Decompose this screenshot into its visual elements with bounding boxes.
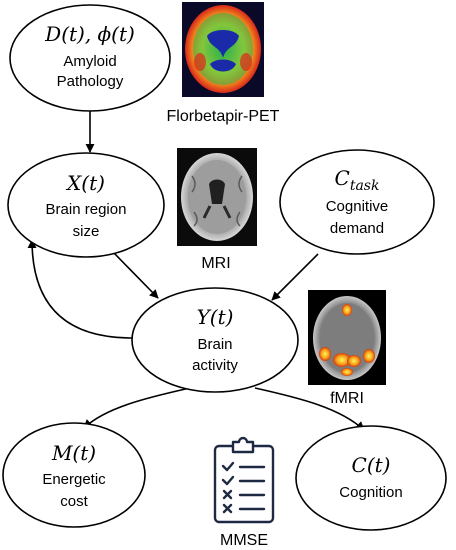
mri-scan-image xyxy=(177,148,257,246)
node-energetic-cost: M(t) Energetic cost xyxy=(2,422,146,528)
edge-demand-to-activity xyxy=(271,253,319,301)
energetic-cost-label-1: Energetic xyxy=(42,471,106,488)
edge-activity-to-cognition xyxy=(254,387,365,431)
cognitive-demand-label-1: Cognitive xyxy=(326,198,389,215)
brain-activity-label-1: Brain xyxy=(197,336,232,353)
node-brain-region-size: X(t) Brain region size xyxy=(7,152,165,258)
fmri-caption: fMRI xyxy=(330,390,364,407)
brain-activity-symbol: Y(t) xyxy=(197,305,234,329)
cognition-symbol: C(t) xyxy=(352,453,391,477)
cognition-label-1: Cognition xyxy=(339,484,402,501)
edge-brain-region-to-activity xyxy=(112,251,159,299)
amyloid-label-1: Amyloid xyxy=(63,53,116,70)
amyloid-label-2: Pathology xyxy=(57,73,124,90)
cognitive-demand-label-2: demand xyxy=(330,220,384,237)
node-cognition: C(t) Cognition xyxy=(295,425,447,531)
pet-caption: Florbetapir-PET xyxy=(167,108,280,125)
amyloid-symbol: D(t), ϕ(t) xyxy=(44,22,135,46)
cognitive-demand-symbol: Ctask xyxy=(335,166,380,194)
brain-activity-label-2: activity xyxy=(192,357,238,374)
energetic-cost-symbol: M(t) xyxy=(51,441,96,465)
clipboard-checklist-icon xyxy=(213,436,275,524)
pet-scan-image xyxy=(182,2,264,97)
node-amyloid-pathology: D(t), ϕ(t) Amyloid Pathology xyxy=(9,4,171,112)
brain-region-symbol: X(t) xyxy=(65,171,105,195)
energetic-cost-label-2: cost xyxy=(60,493,88,510)
edge-activity-to-energetic-cost xyxy=(83,387,191,429)
mmse-caption: MMSE xyxy=(220,532,268,549)
edge-activity-to-brain-region-feedback xyxy=(27,239,133,339)
brain-region-label-2: size xyxy=(73,223,100,240)
brain-region-label-1: Brain region xyxy=(46,201,127,218)
fmri-scan-image xyxy=(308,290,386,385)
mri-caption: MRI xyxy=(201,255,230,272)
node-cognitive-demand: Ctask Cognitive demand xyxy=(279,149,435,255)
node-brain-activity: Y(t) Brain activity xyxy=(131,287,299,393)
